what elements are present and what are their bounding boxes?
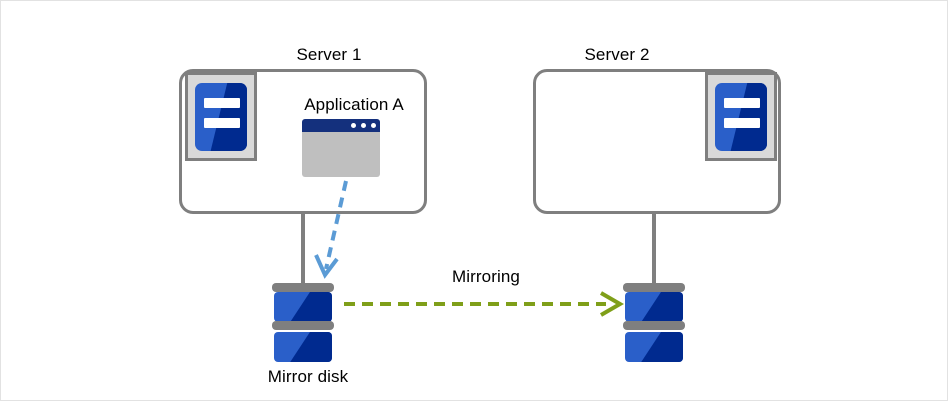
disk-cap-middle <box>272 321 334 330</box>
server-icon-bar-top <box>204 98 240 108</box>
application-label: Application A <box>304 95 404 114</box>
disk-cap-top <box>623 283 685 292</box>
mirroring-label: Mirroring <box>452 267 520 286</box>
server2-disk-connector <box>652 212 656 286</box>
server1-rack-bay <box>185 72 257 161</box>
disk-shading <box>641 292 683 322</box>
disk-platter-bottom <box>274 332 332 362</box>
disk-shading <box>290 332 332 362</box>
mirror-disk-label: Mirror disk <box>267 367 349 386</box>
disk-cap-top <box>272 283 334 292</box>
server-icon-shading <box>210 83 247 151</box>
application-window-icon <box>302 119 380 177</box>
window-body <box>302 132 380 177</box>
server-icon-shading <box>730 83 767 151</box>
window-dot-1 <box>351 123 356 128</box>
disk-cap-middle <box>623 321 685 330</box>
dashed-arrow-right-icon <box>344 291 624 317</box>
disk-shading <box>641 332 683 362</box>
disk-stack-icon-left <box>272 283 334 365</box>
window-titlebar <box>302 119 380 132</box>
disk-stack-icon-right <box>623 283 685 365</box>
window-dot-3 <box>371 123 376 128</box>
server2-title: Server 2 <box>584 45 650 64</box>
server-icon-bar-bottom <box>204 118 240 128</box>
server-icon-bar-top <box>724 98 760 108</box>
disk-platter-top <box>274 292 332 322</box>
window-dot-2 <box>361 123 366 128</box>
server-rack-icon <box>195 83 247 151</box>
server2-rack-bay <box>705 72 777 161</box>
server1-title: Server 1 <box>296 45 362 64</box>
server-icon-bar-bottom <box>724 118 760 128</box>
server-rack-icon <box>715 83 767 151</box>
disk-platter-top <box>625 292 683 322</box>
disk-platter-bottom <box>625 332 683 362</box>
server1-disk-connector <box>301 212 305 286</box>
disk-shading <box>290 292 332 322</box>
